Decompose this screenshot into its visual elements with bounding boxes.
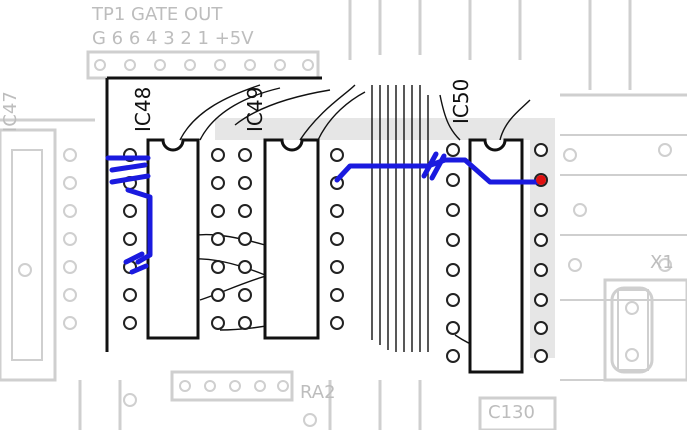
ic49-label: IC49 (243, 87, 267, 132)
ic48-chip (146, 138, 200, 340)
ra2-label: RA2 (300, 382, 336, 403)
x1-label: X1 (650, 252, 674, 273)
blue-traces (105, 151, 544, 275)
highlight-pad (536, 175, 546, 185)
header-line1: TP1 GATE OUT (91, 4, 223, 25)
header-connector (94, 59, 314, 71)
ic50-label: IC50 (449, 79, 473, 124)
ic50-pads (446, 143, 548, 363)
x1-crystal (610, 286, 654, 374)
ra2-connector (179, 380, 289, 392)
ic47-label: IC47 (0, 91, 21, 132)
ic49-chip (263, 138, 320, 340)
ic48-label: IC48 (131, 87, 155, 132)
ic50-chip (468, 138, 524, 374)
header-line2: G 6 6 4 3 2 1 +5V (92, 28, 254, 49)
c130-label: C130 (488, 402, 535, 423)
